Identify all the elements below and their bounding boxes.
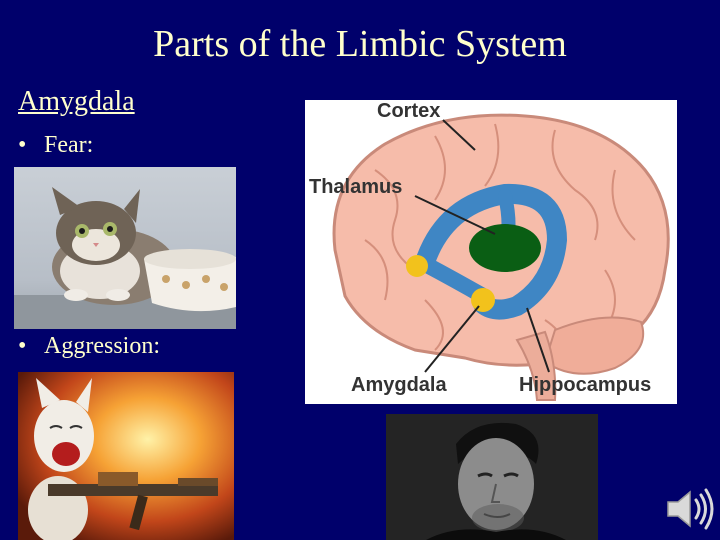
bullet-label: Aggression: bbox=[44, 333, 160, 359]
bullet-label: Fear: bbox=[44, 132, 94, 158]
label-cortex: Cortex bbox=[377, 100, 441, 122]
bullet-aggression: • Aggression: bbox=[18, 333, 160, 360]
speaker-icon[interactable] bbox=[664, 486, 716, 532]
man-portrait-photo bbox=[386, 414, 598, 540]
label-amygdala: Amygdala bbox=[351, 374, 447, 396]
bullet-fear: • Fear: bbox=[18, 132, 93, 159]
slide-title: Parts of the Limbic System bbox=[153, 23, 567, 65]
angry-cat-photo bbox=[18, 372, 234, 540]
bullet-glyph: • bbox=[18, 132, 27, 158]
label-thalamus: Thalamus bbox=[309, 176, 403, 198]
section-heading: Amygdala bbox=[18, 86, 135, 117]
scared-kitten-photo bbox=[14, 167, 236, 329]
label-hippocampus: Hippocampus bbox=[519, 374, 652, 396]
bullet-glyph: • bbox=[18, 333, 27, 359]
limbic-diagram: Cortex Thalamus Amygdala Hippocampus bbox=[305, 100, 677, 404]
